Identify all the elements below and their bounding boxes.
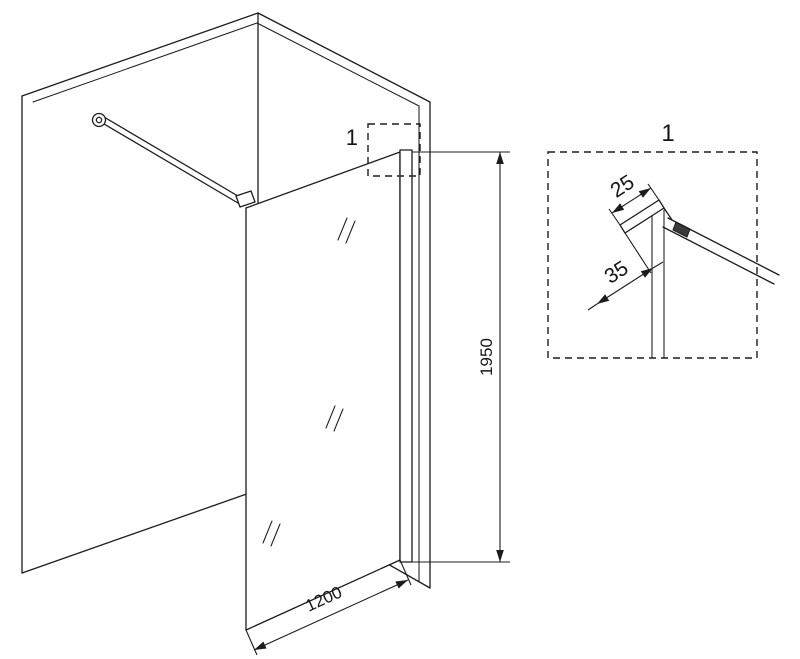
detail-profile-section — [619, 199, 780, 359]
support-bar — [91, 112, 256, 208]
left-wall-top-inner-edge — [32, 22, 258, 103]
glass-edge-line-bottom — [662, 226, 775, 285]
support-bar-top-line — [103, 116, 244, 200]
dim25-extension-left — [608, 208, 621, 226]
reflection-mark-middle — [325, 405, 344, 432]
dim35-overshoot-left — [587, 303, 598, 311]
glass-pane — [245, 151, 401, 631]
width-extension-line-left — [245, 629, 258, 656]
dim35-overshoot-right — [652, 261, 664, 269]
right-wall-top-outer-edge — [257, 12, 431, 103]
profile-lip — [663, 207, 673, 221]
dim25-extension-right — [647, 183, 660, 201]
glass-clamp — [235, 190, 256, 208]
width-extension-line-right — [399, 559, 412, 586]
dim25-label: 25 — [606, 171, 638, 203]
callout-label: 1 — [346, 125, 358, 150]
right-wall-top-inner-edge — [256, 22, 420, 107]
callout-box — [367, 123, 421, 177]
support-bar-bottom-line — [100, 121, 242, 206]
dim35-extension-line — [624, 232, 652, 274]
left-wall-bottom-edge — [21, 489, 259, 574]
height-dimension: 1950 — [412, 151, 510, 563]
height-dimension-label: 1950 — [477, 338, 496, 376]
width-dimension-line — [253, 579, 409, 651]
detail-callout: 1 — [346, 123, 421, 177]
wall-flange-center — [95, 116, 103, 124]
detail-title: 1 — [661, 120, 674, 147]
reflection-mark-bottom — [262, 520, 281, 547]
reflection-mark-top — [337, 217, 356, 244]
glass-reflection-marks — [262, 217, 356, 547]
glass-edge-line-top — [667, 217, 780, 276]
detail-view: 1 25 — [547, 120, 780, 359]
glass-panel — [245, 149, 413, 631]
dim25-dimension-line — [611, 187, 652, 214]
profile-top-face — [619, 199, 665, 234]
wall-profile-bar — [399, 149, 413, 563]
dim35-dimension-line — [596, 267, 654, 305]
left-wall-top-outer-edge — [21, 12, 259, 97]
